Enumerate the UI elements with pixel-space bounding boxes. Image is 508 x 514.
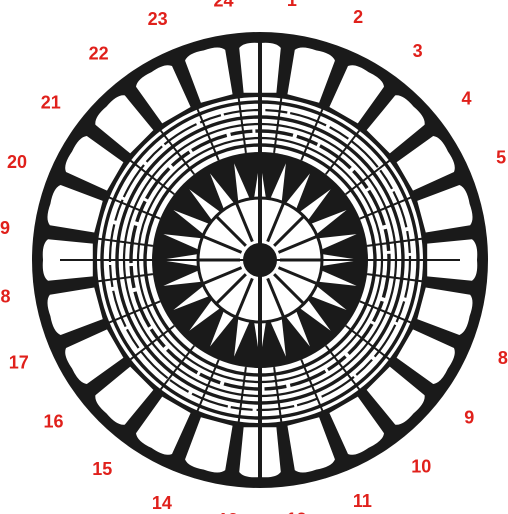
segment-label-17: 17 (9, 352, 29, 372)
segment-label-10: 10 (411, 456, 431, 476)
segment-label-19: 19 (0, 218, 10, 238)
segment-label-5: 5 (496, 148, 506, 168)
segment-label-14: 14 (152, 493, 172, 513)
segment-label-24: 24 (214, 0, 234, 11)
segment-label-16: 16 (44, 411, 64, 431)
segment-label-22: 22 (89, 44, 109, 64)
segment-label-3: 3 (413, 41, 423, 61)
segment-label-13: 13 (218, 510, 238, 514)
segment-label-12: 12 (286, 509, 306, 514)
segment-label-11: 11 (353, 491, 372, 511)
segment-label-4: 4 (461, 89, 471, 109)
segment-label-23: 23 (148, 9, 168, 29)
segment-label-18: 18 (0, 286, 11, 306)
segment-label-9: 9 (464, 408, 474, 428)
wheel (32, 32, 488, 488)
segment-label-8: 8 (498, 348, 508, 368)
segment-label-2: 2 (353, 7, 363, 27)
segment-label-20: 20 (7, 152, 27, 172)
segment-label-1: 1 (287, 0, 297, 10)
segment-label-15: 15 (92, 459, 112, 479)
segment-label-21: 21 (41, 92, 61, 112)
